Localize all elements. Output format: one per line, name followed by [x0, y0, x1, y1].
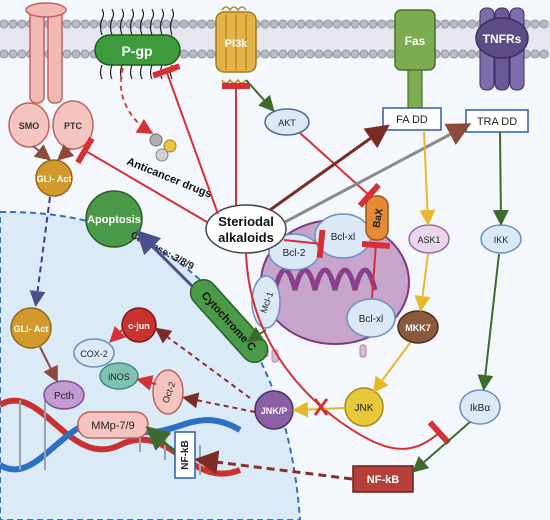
pcth-node[interactable] [43, 380, 85, 410]
edge-fadd-ask1 [419, 131, 436, 226]
ikk-label: IKK [494, 235, 509, 245]
edge-sa-nfkb [245, 252, 451, 450]
edge-pgp-drugs [119, 67, 154, 135]
edge-ask1-mkk7 [414, 253, 431, 312]
edge-sa-pgp [152, 63, 219, 215]
edge-cytc-apoptosis [135, 229, 194, 288]
smo-receptor[interactable] [25, 2, 67, 104]
pi3k-label: PI3k [225, 38, 249, 50]
edge-gli-nucleus [29, 196, 51, 307]
mmp-label: MMp-7/9 [91, 420, 134, 432]
oct2-node[interactable] [152, 369, 184, 415]
apoptosis-label: Apoptosis [87, 214, 141, 226]
fas-receptor[interactable] [394, 9, 436, 113]
edge-ikk-ikba [477, 253, 500, 391]
cox2-node[interactable] [73, 338, 115, 368]
cell-membrane [0, 19, 550, 59]
nfkb-dna-label: NF-kB [180, 440, 191, 469]
edge-jnkp-cjun [154, 327, 251, 399]
gli-act-lower-label: GLi- Act [14, 324, 49, 334]
tnfrs-receptor[interactable] [475, 7, 529, 91]
edge-jnkp-oct2 [182, 392, 256, 413]
steroidal-alkaloids-line2: alkaloids [218, 230, 274, 245]
jnk-label: JNK [355, 403, 374, 414]
edge-sa-ptc [75, 136, 208, 223]
bax-label: BaX [371, 207, 385, 228]
ask1-label: ASK1 [417, 235, 440, 245]
edge-tradd-ikk [492, 131, 509, 226]
pcth-label: Pcth [54, 391, 74, 402]
edge-nfkbdna-mmp [145, 426, 176, 454]
edge-oct2-inos [136, 375, 157, 391]
jnk-node[interactable] [344, 387, 384, 427]
gli-act-upper-node[interactable] [35, 159, 73, 197]
pgp-label: P-gp [121, 43, 152, 59]
edge-mito-cytc [246, 326, 267, 343]
bclxl-mid-label: Bcl-xl [359, 314, 383, 325]
fadd-box[interactable] [382, 107, 442, 131]
inos-label: iNOS [108, 372, 130, 382]
gli-act-upper-label: GLi- Act [37, 174, 72, 184]
mmp-node[interactable] [77, 411, 149, 439]
tradd-label: TRA DD [477, 116, 517, 128]
apoptosis-node[interactable] [85, 190, 143, 248]
gli-act-lower-node[interactable] [10, 307, 52, 349]
drug-pills [149, 133, 177, 162]
pgp-transporter[interactable] [94, 8, 181, 80]
edge-sa-fadd [269, 124, 390, 212]
c-jun-label: c-jun [128, 321, 150, 331]
mkk7-label: MKK7 [405, 323, 431, 333]
fadd-label: FA DD [396, 114, 428, 126]
edge-sa-tradd [284, 123, 472, 224]
nfkb-node[interactable] [352, 465, 414, 493]
bclxl-mid-node[interactable] [346, 298, 396, 338]
inhibition-x-mark [313, 398, 329, 416]
edge-bclxl-bax [361, 240, 391, 299]
cox2-label: COX-2 [80, 349, 108, 359]
ikba-label: IkBα [470, 403, 490, 414]
smo-node[interactable] [8, 102, 50, 148]
edge-smo-gli [32, 144, 52, 161]
edge-ikba-nfkb [411, 421, 471, 473]
edge-ptc-gli [57, 144, 75, 161]
mcl1-node[interactable] [251, 275, 281, 329]
akt-label: AKT [278, 118, 296, 128]
edge-cjun-cox2 [109, 325, 127, 343]
smo-label: SMO [19, 121, 40, 131]
edge-mkk7-jnk [372, 342, 411, 394]
edge-pi3k-akt [245, 79, 275, 112]
edge-gli-pcth [39, 346, 58, 383]
nfkb-label: NF-kB [367, 474, 399, 486]
fas-label: Fas [405, 34, 426, 48]
steroidal-alkaloids-line1: Steriodal [218, 214, 274, 229]
tnfrs-label: TNFRs [483, 32, 522, 46]
edge-sa-bclxl [283, 229, 326, 259]
jnkp-label: JNK/P [261, 406, 288, 416]
bclxl-top-label: Bcl-xl [331, 232, 355, 243]
ptc-label: PTC [64, 121, 83, 131]
tradd-box[interactable] [465, 109, 529, 133]
bcl2-label: Bcl-2 [283, 248, 306, 259]
akt-node[interactable] [264, 108, 310, 136]
c-jun-node[interactable] [121, 307, 157, 343]
